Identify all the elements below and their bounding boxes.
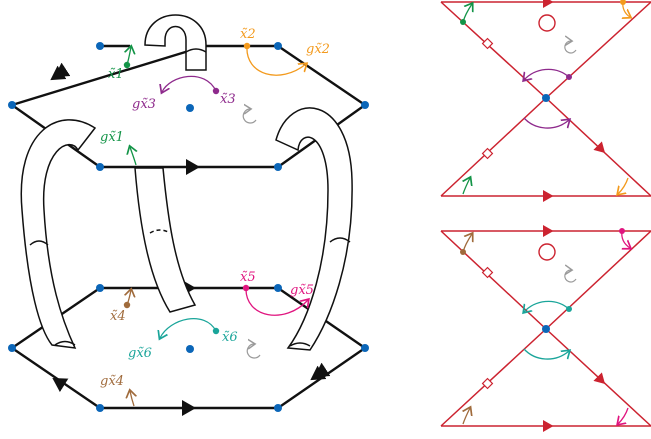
arc-gx1: [130, 147, 136, 166]
label-gx5: gx̃5: [290, 283, 314, 298]
right-arc-pink-lower: [618, 407, 629, 424]
hexagon-vertices: [8, 42, 369, 412]
tube-left: [20, 119, 97, 349]
edge-arrow-mid-2: [593, 372, 606, 385]
diamond-marker-3: [481, 266, 494, 279]
diamond-marker-2: [481, 147, 494, 160]
edge-arrow-mid: [593, 141, 606, 154]
label-gx4: gx̃4: [100, 374, 124, 389]
tube-right: [275, 107, 353, 351]
label-x2: x̃2: [240, 27, 256, 42]
arc-x6: [160, 317, 217, 338]
right-arc-orange: [623, 1, 630, 17]
label-x4: x̃4: [110, 309, 126, 324]
right-arc-purple-lower: [523, 117, 569, 129]
right-arc-pink: [621, 230, 630, 248]
arc-x5: [245, 287, 308, 316]
lower-hex-left-arrow: [52, 377, 69, 393]
right-arc-brown-lower: [463, 408, 470, 425]
upper-hex-edge-arrow-2: [50, 65, 67, 81]
right-arc-brown: [462, 234, 472, 253]
right-arc-green: [462, 4, 472, 23]
arc-x1: [127, 47, 131, 66]
label-x5: x̃5: [240, 270, 256, 285]
arc-x2: [246, 45, 306, 76]
right-arc-teal-lower: [523, 348, 569, 360]
label-gx6: gx̃6: [128, 346, 152, 361]
rotation-icon-lower: [246, 344, 261, 359]
rotation-circle-lower: [538, 243, 556, 261]
right-upper-center-vertex: [542, 94, 550, 102]
right-lower-center-vertex: [542, 325, 550, 333]
right-arc-purple: [524, 68, 570, 80]
arc-x4: [127, 290, 131, 306]
right-arc-orange-lower: [618, 177, 629, 194]
diamond-marker-4: [481, 377, 494, 390]
diamond-marker-1: [481, 37, 494, 50]
rotation-circle-upper: [538, 14, 556, 32]
rotation-icon-right-lower: [564, 270, 577, 283]
label-x6: x̃6: [222, 330, 238, 345]
label-gx2: gx̃2: [306, 42, 330, 57]
arc-x3: [162, 75, 217, 92]
label-gx1: gx̃1: [100, 130, 124, 145]
rotation-icon-right-upper: [564, 41, 577, 54]
right-arc-teal: [524, 300, 570, 312]
tube-top: [144, 14, 207, 71]
rotation-icon-upper: [242, 109, 257, 124]
label-gx3: gx̃3: [132, 97, 156, 112]
label-x3: x̃3: [220, 92, 236, 107]
right-arc-green-lower: [463, 178, 470, 195]
tube-center: [134, 167, 197, 313]
label-x1: x̃1: [108, 67, 124, 82]
arc-gx4: [130, 391, 134, 407]
lower-hex-right-arrow-2: [310, 365, 327, 381]
